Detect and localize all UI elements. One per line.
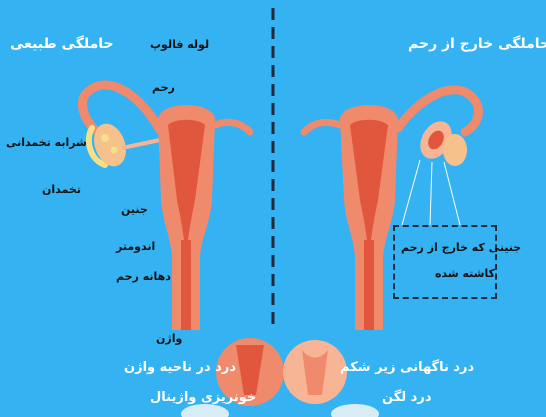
label-cervix: دهانه رحم xyxy=(116,270,171,283)
pointer-line-3 xyxy=(444,162,460,225)
right-title: حاملگی خارج از رحم xyxy=(408,36,546,52)
left-symptom-1: درد در ناحیه واژن xyxy=(124,360,236,375)
follicle-2 xyxy=(111,147,118,154)
left-vaginal-canal xyxy=(181,240,191,330)
label-uterus: رحم xyxy=(152,81,175,94)
bottom-illustrations xyxy=(181,338,379,417)
follicle-1 xyxy=(101,134,109,142)
normal-uterus-diagram xyxy=(82,85,250,330)
ectopic-callout-line-1: جنینی که خارج از رحم xyxy=(401,241,521,254)
bottom-blob-left xyxy=(181,404,229,417)
left-right-tube-stub xyxy=(215,122,250,132)
label-fallopian-tube: لوله فالوپ xyxy=(150,38,209,51)
ectopic-embryo-callout: جنینی که خارج از رحم کاشته شده xyxy=(393,225,497,299)
right-symptom-2: درد لگن xyxy=(382,390,432,405)
ovarian-ligament xyxy=(122,140,160,148)
left-symptom-2: خونریزی واژینال xyxy=(150,390,256,405)
right-symptom-1: درد ناگهانی زیر شکم xyxy=(340,360,474,375)
label-ovarian-fimbriae: شرابه تخمدانی xyxy=(6,136,87,149)
left-title: حاملگی طبیعی xyxy=(10,36,114,52)
ectopic-callout-line-2: کاشته شده xyxy=(435,267,495,280)
label-ovary: تخمدان xyxy=(42,183,81,196)
label-embryo: جنین xyxy=(121,203,148,216)
bottom-blob-right xyxy=(331,404,379,417)
right-left-tube-stub xyxy=(304,122,340,132)
pointer-line-2 xyxy=(430,162,432,225)
right-vaginal-canal xyxy=(364,240,374,330)
pointer-line-1 xyxy=(402,160,420,225)
label-vagina: واژن xyxy=(156,332,182,345)
left-fallopian-tube xyxy=(82,85,160,130)
right-ovary xyxy=(443,134,467,166)
label-endometrium: اندومتر xyxy=(116,240,155,253)
